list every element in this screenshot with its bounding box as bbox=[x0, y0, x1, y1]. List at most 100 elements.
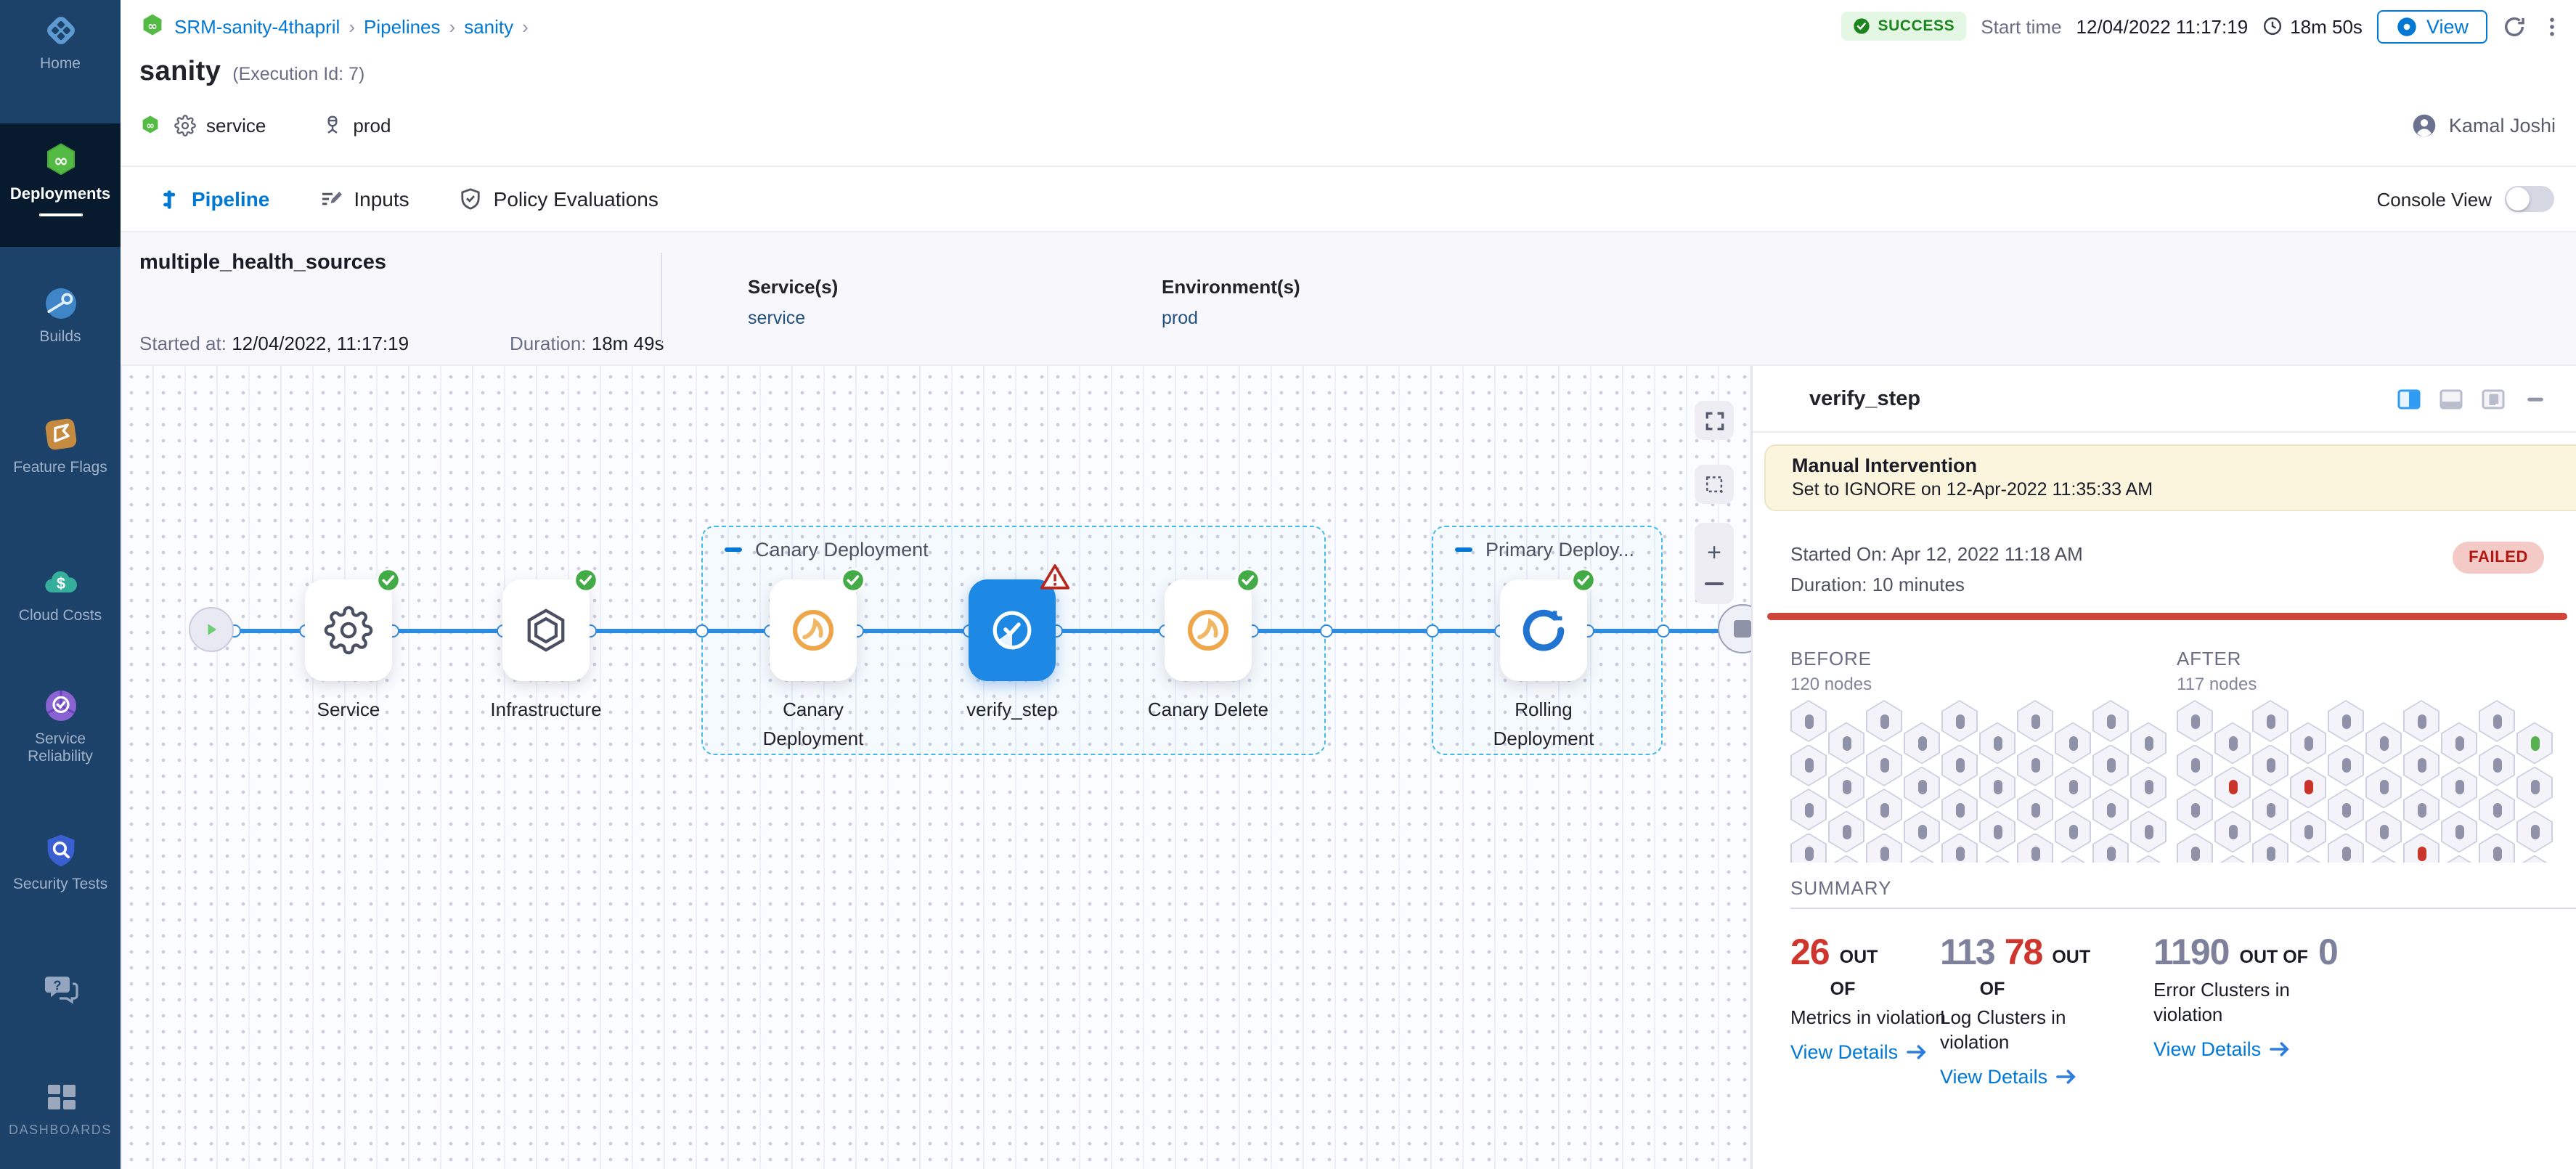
marquee-select-button[interactable] bbox=[1695, 465, 1734, 504]
hex-node-dot bbox=[2106, 802, 2115, 817]
zoom-in-button[interactable]: + bbox=[1707, 531, 1721, 570]
pipeline-start-node[interactable] bbox=[189, 607, 234, 652]
execution-status-cluster: SUCCESS Start time 12/04/2022 11:17:19 1… bbox=[1842, 9, 2563, 43]
sidebar-item-service-reliability[interactable]: Service Reliability bbox=[0, 687, 121, 767]
before-node-hexgrid bbox=[1790, 700, 2167, 863]
sidebar-item-dashboards[interactable]: DASHBOARDS bbox=[0, 1078, 121, 1138]
hex-cell bbox=[2365, 722, 2402, 765]
svg-text:∞: ∞ bbox=[146, 119, 155, 131]
pipeline-node-canary-delete[interactable] bbox=[1165, 579, 1252, 681]
environment-icon bbox=[322, 115, 343, 135]
panel-title: verify_step bbox=[1809, 387, 1920, 410]
summary-label: SUMMARY bbox=[1790, 877, 1891, 899]
hex-cell bbox=[2479, 789, 2515, 831]
kebab-menu-icon[interactable] bbox=[2541, 15, 2563, 37]
view-details-link[interactable]: View Details bbox=[1940, 1066, 2111, 1088]
hex-cell bbox=[2017, 700, 2053, 742]
divider bbox=[661, 253, 662, 344]
panel-layout-controls bbox=[2397, 387, 2547, 410]
hex-cell bbox=[1979, 722, 2015, 765]
sidebar-item-cloud-costs[interactable]: $Cloud Costs bbox=[0, 563, 121, 625]
cloud-costs-icon: $ bbox=[41, 563, 79, 601]
collapse-dash-icon[interactable] bbox=[1455, 547, 1472, 553]
before-label: BEFORE bbox=[1790, 648, 1872, 669]
tab-policy-evaluations[interactable]: Policy Evaluations bbox=[459, 187, 659, 211]
console-view-toggle[interactable] bbox=[2505, 186, 2554, 212]
pipeline-node-service[interactable] bbox=[305, 579, 392, 681]
sidebar-item-home[interactable]: Home bbox=[0, 12, 121, 73]
environment-tag[interactable]: prod bbox=[322, 114, 391, 136]
active-indicator bbox=[38, 213, 82, 216]
chat-help-icon: ? bbox=[41, 970, 79, 1008]
hex-cell bbox=[1790, 833, 1827, 863]
hex-cell bbox=[1904, 855, 1940, 863]
breadcrumb-project-link[interactable]: SRM-sanity-4thapril bbox=[174, 15, 340, 37]
canary-icon bbox=[1183, 606, 1233, 655]
breadcrumb-pipeline-link[interactable]: sanity bbox=[464, 15, 513, 37]
run-info-bar: multiple_health_sources Started at: 12/0… bbox=[121, 232, 2576, 366]
hex-node-dot bbox=[2144, 736, 2153, 751]
view-details-label: View Details bbox=[1790, 1041, 1898, 1063]
hex-cell bbox=[1866, 744, 1902, 786]
pipeline-node-canary-deployment[interactable] bbox=[770, 579, 857, 681]
sidebar-item-help[interactable]: ? bbox=[0, 970, 121, 1008]
collapse-dash-icon[interactable] bbox=[725, 547, 742, 553]
tab-inputs[interactable]: Inputs bbox=[319, 187, 409, 211]
stat-out-of-wrap: OF bbox=[1790, 979, 1895, 999]
hex-node-dot bbox=[2455, 825, 2463, 839]
hex-cell-inner bbox=[2442, 857, 2476, 863]
sidebar-item-label: Home bbox=[6, 55, 115, 73]
pipeline-tab-icon bbox=[158, 188, 180, 210]
svg-text:∞: ∞ bbox=[147, 19, 158, 33]
stat-out-of: OUT bbox=[2052, 947, 2090, 972]
stage-group-label[interactable]: Primary Deploy... bbox=[1455, 539, 1634, 561]
sidebar-item-security-tests[interactable]: Security Tests bbox=[0, 832, 121, 894]
view-details-link[interactable]: View Details bbox=[1790, 1041, 1946, 1063]
layout-bottom-icon[interactable] bbox=[2440, 387, 2463, 410]
view-details-link[interactable]: View Details bbox=[2153, 1038, 2338, 1060]
hex-cell bbox=[2130, 767, 2167, 809]
service-tag[interactable]: service bbox=[174, 114, 266, 136]
hex-node-dot bbox=[2341, 714, 2350, 728]
hex-node-dot bbox=[2341, 802, 2350, 817]
sidebar-item-feature-flags[interactable]: Feature Flags bbox=[0, 415, 121, 477]
service-link[interactable]: service bbox=[748, 308, 838, 328]
hex-node-dot bbox=[1880, 758, 1888, 773]
sidebar-item-deployments[interactable]: ∞Deployments bbox=[0, 123, 121, 247]
zoom-controls[interactable]: + bbox=[1695, 523, 1734, 604]
hex-node-dot bbox=[2190, 758, 2199, 773]
fullscreen-button[interactable] bbox=[1695, 401, 1734, 440]
view-button[interactable]: View bbox=[2377, 9, 2487, 43]
zoom-out-button[interactable] bbox=[1705, 570, 1724, 596]
pipeline-canvas[interactable]: + Canary DeploymentPrimary Deploy...Serv… bbox=[121, 366, 1751, 1169]
hex-node-dot bbox=[2530, 736, 2539, 751]
layout-right-icon[interactable] bbox=[2397, 387, 2421, 410]
hex-cell bbox=[2252, 744, 2288, 786]
sidebar-nav: Home ∞DeploymentsBuildsFeature Flags $Clou… bbox=[0, 0, 121, 1169]
hex-node-dot bbox=[1955, 802, 1964, 817]
layout-float-icon[interactable] bbox=[2482, 387, 2505, 410]
breadcrumb-pipelines-link[interactable]: Pipelines bbox=[364, 15, 441, 37]
hex-node-dot bbox=[2228, 781, 2237, 795]
hex-cell bbox=[1790, 700, 1827, 742]
refresh-icon[interactable] bbox=[2502, 14, 2527, 38]
hex-cell bbox=[2365, 767, 2402, 809]
view-details-label: View Details bbox=[1940, 1066, 2047, 1088]
hex-node-dot bbox=[1955, 714, 1964, 728]
hex-cell bbox=[2328, 789, 2364, 831]
hex-cell bbox=[1979, 855, 2015, 863]
hex-node-dot bbox=[2106, 714, 2115, 728]
sidebar-item-builds[interactable]: Builds bbox=[0, 285, 121, 346]
hex-cell bbox=[2092, 744, 2129, 786]
tab-pipeline[interactable]: Pipeline bbox=[158, 187, 269, 211]
pipeline-node-infrastructure[interactable] bbox=[502, 579, 590, 681]
view-details-label: View Details bbox=[2153, 1038, 2261, 1060]
environment-link[interactable]: prod bbox=[1162, 308, 1300, 328]
hex-cell bbox=[1828, 855, 1864, 863]
minimize-icon[interactable] bbox=[2524, 387, 2547, 410]
pipeline-node-verify-step[interactable] bbox=[969, 579, 1056, 681]
pipeline-node-rolling-deployment[interactable] bbox=[1500, 579, 1587, 681]
user-chip[interactable]: Kamal Joshi bbox=[2413, 113, 2556, 137]
tabs-bar: PipelineInputsPolicy Evaluations Console… bbox=[121, 166, 2576, 232]
stage-group-label[interactable]: Canary Deployment bbox=[725, 539, 929, 561]
